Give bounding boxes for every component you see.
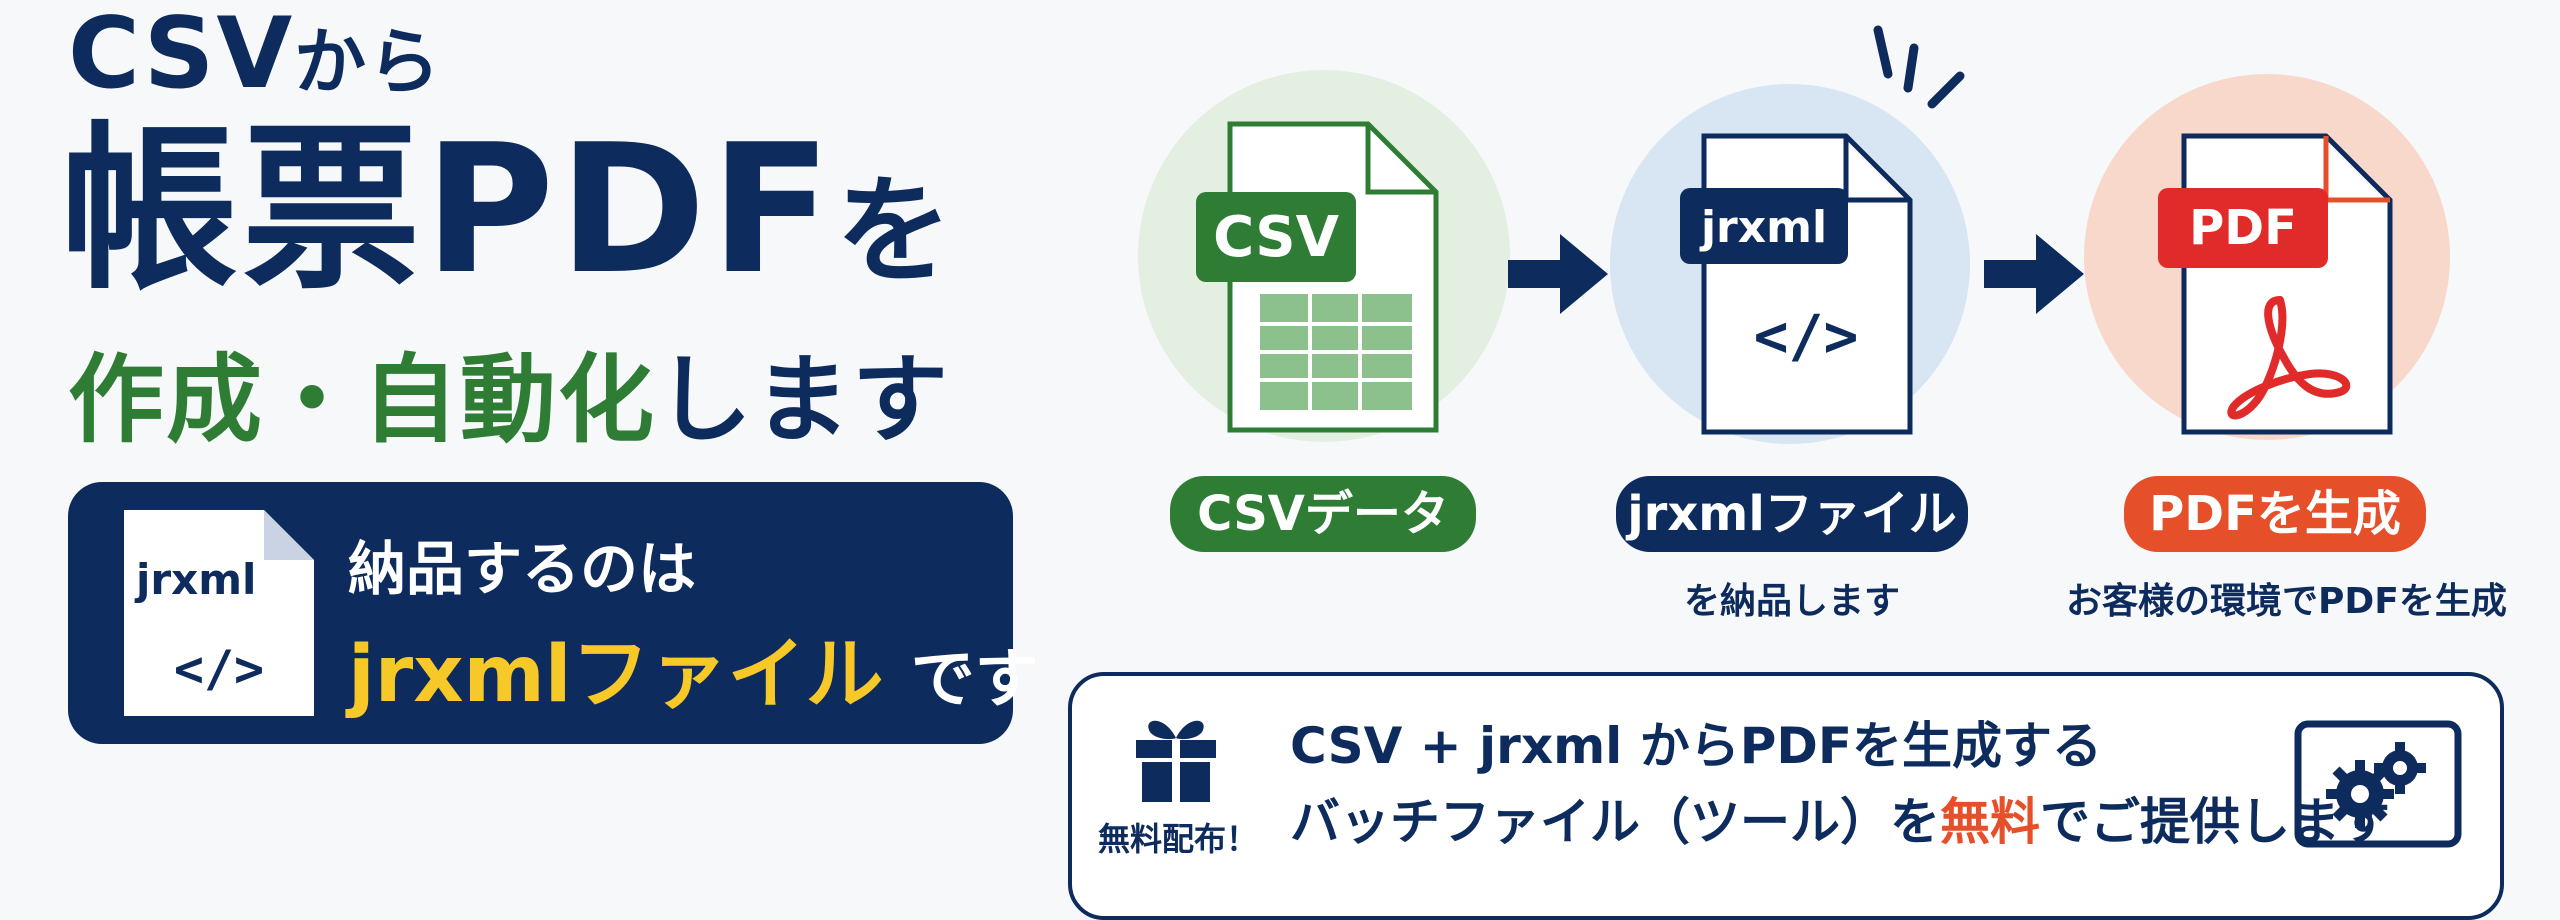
arrow-right-icon	[1984, 234, 2084, 314]
gear-icon	[2326, 742, 2426, 828]
banner-highlight: jrxmlファイル	[348, 630, 884, 720]
jrxml-document-icon: jrxml </>	[124, 510, 314, 716]
pdf-label: PDFを生成	[2124, 476, 2426, 552]
jrxml-document-icon: jrxml </>	[1680, 133, 1913, 435]
acrobat-icon	[2227, 296, 2351, 420]
pdf-sub: お客様の環境でPDFを生成	[2066, 581, 2507, 622]
pdf-document-icon: PDF	[2158, 133, 2393, 435]
headline-line3-main: 作成・自動化	[68, 344, 656, 456]
banner-doc-label: jrxml	[134, 555, 256, 604]
free-badge: 無料配布！	[1098, 820, 1259, 858]
headline-line2-suffix: を	[835, 164, 956, 299]
jrxml-label: jrxmlファイル	[1616, 476, 1968, 552]
headline-line1: CSVから	[68, 0, 442, 122]
gift-icon	[1136, 720, 1216, 802]
banner-tail: です	[910, 643, 1039, 717]
headline-line3: 作成・自動化します	[68, 335, 950, 465]
csv-badge: CSV	[1213, 205, 1339, 270]
jrxml-sub: を納品します	[1683, 581, 1900, 622]
headline-line1-suffix: から	[294, 20, 443, 104]
arrow-right-icon	[1508, 234, 1608, 314]
offer-free-word: 無料	[1940, 793, 2040, 851]
offer-line1: CSV + jrxml からPDFを生成する	[1290, 717, 2103, 775]
jrxml-code: </>	[1754, 302, 1859, 370]
headline-line1-main: CSV	[68, 0, 295, 111]
spreadsheet-grid-icon	[1260, 294, 1412, 410]
offer-line2-pre: バッチファイル（ツール）を	[1290, 793, 1940, 851]
headline-line2-main: 帳票PDF	[60, 106, 836, 313]
gear-laptop-icon	[2294, 720, 2462, 848]
banner-line2: jrxmlファイル です	[348, 612, 1039, 724]
free-tool-box: 無料配布！ CSV + jrxml からPDFを生成する バッチファイル（ツール…	[1068, 672, 2504, 920]
pdf-badge: PDF	[2189, 200, 2297, 256]
spark-icon	[1873, 25, 1965, 109]
offer-line2: バッチファイル（ツール）を無料でご提供します	[1290, 782, 2390, 854]
csv-label: CSVデータ	[1170, 476, 1476, 552]
delivery-banner: jrxml </> 納品するのは jrxmlファイル です	[68, 482, 1039, 744]
headline-line2: 帳票PDFを	[60, 100, 956, 342]
banner-doc-code: </>	[174, 640, 264, 698]
headline-line3-suffix: します	[656, 344, 950, 456]
banner-line1: 納品するのは	[348, 535, 697, 603]
csv-document-icon: CSV	[1196, 121, 1439, 433]
jrxml-badge: jrxml	[1699, 202, 1827, 253]
